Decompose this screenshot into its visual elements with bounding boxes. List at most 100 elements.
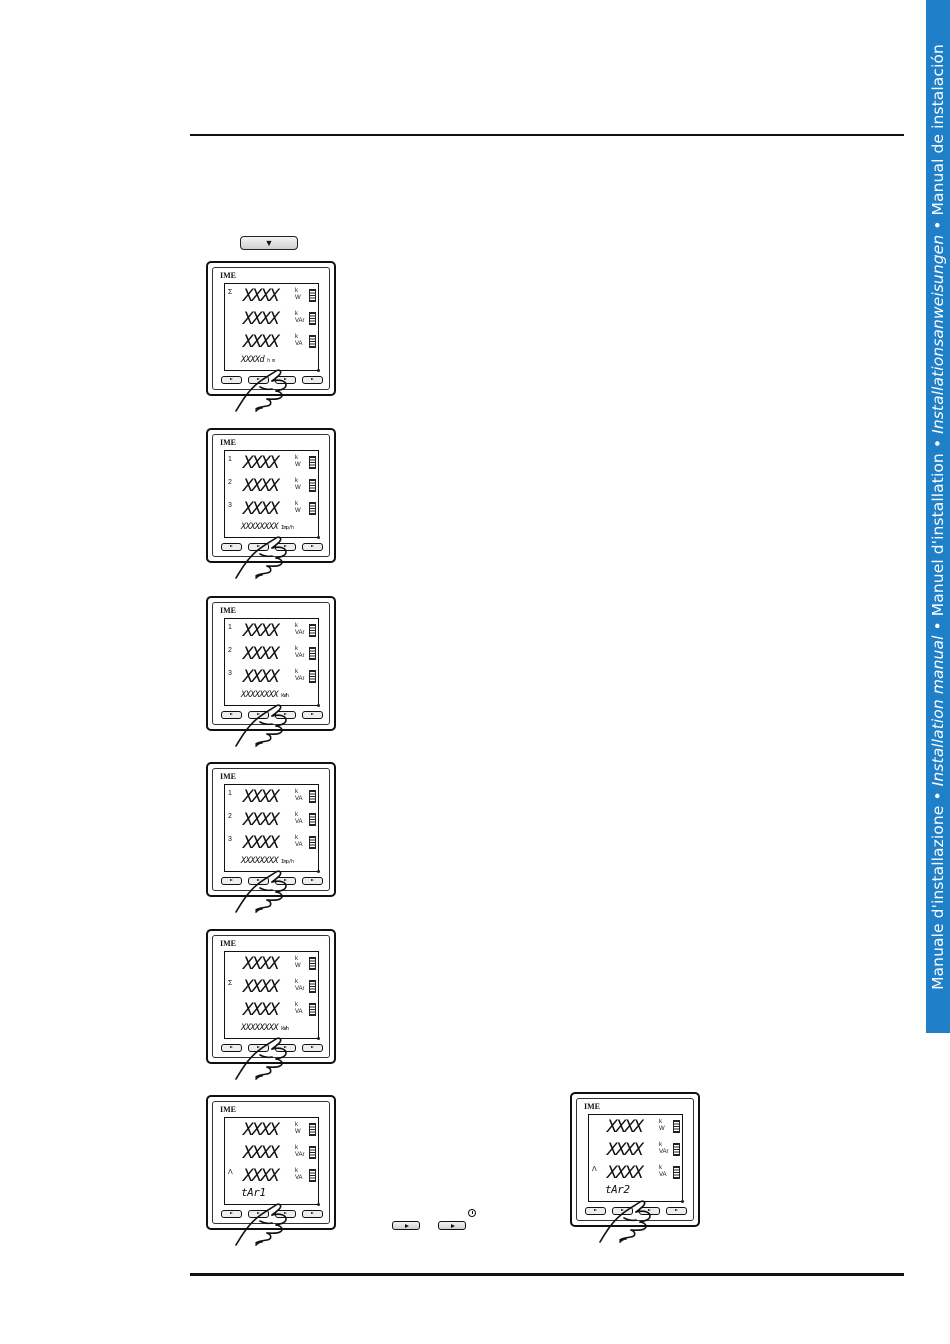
bargraph-icon bbox=[309, 479, 316, 492]
meter-key[interactable] bbox=[302, 877, 323, 885]
reading-value: XXXX bbox=[243, 787, 279, 807]
unit-prefix: k bbox=[295, 501, 298, 507]
lcd-bottom-line: tAr2 bbox=[605, 1183, 633, 1196]
phase-index: Λ bbox=[228, 1169, 233, 1176]
meter-key[interactable] bbox=[302, 376, 323, 384]
phase-index: 2 bbox=[228, 647, 232, 654]
phase-index: 2 bbox=[228, 813, 232, 820]
unit-prefix: k bbox=[295, 311, 298, 317]
sidebar-part-it: Manuale d'installazione • bbox=[929, 785, 947, 990]
unit-prefix: k bbox=[295, 789, 298, 795]
meter-key[interactable] bbox=[302, 1210, 323, 1218]
lcd-bottom-unit: kWh bbox=[280, 693, 289, 699]
meter-key[interactable] bbox=[221, 877, 242, 885]
meter-key[interactable] bbox=[302, 711, 323, 719]
meter-key[interactable] bbox=[221, 1210, 242, 1218]
unit-label: VA bbox=[295, 1008, 303, 1015]
meter-key[interactable] bbox=[221, 543, 242, 551]
led-icon bbox=[317, 704, 320, 707]
unit-label: VA bbox=[295, 1174, 303, 1181]
phase-index: 2 bbox=[228, 479, 232, 486]
unit-prefix: k bbox=[295, 1002, 298, 1008]
unit-prefix: k bbox=[295, 812, 298, 818]
unit-prefix: k bbox=[295, 1168, 298, 1174]
bargraph-icon bbox=[309, 647, 316, 660]
reading-value: XXXX bbox=[243, 499, 279, 519]
meter-keypad bbox=[221, 543, 323, 551]
meter-key[interactable] bbox=[666, 1207, 687, 1215]
phase-index: 3 bbox=[228, 670, 232, 677]
unit-label: VA bbox=[295, 795, 303, 802]
lcd-bottom-value: XXXXXXXX bbox=[241, 1023, 278, 1033]
reading-value: XXXX bbox=[607, 1140, 643, 1160]
lcd-bottom-unit: Imp/h bbox=[280, 525, 294, 531]
brand-logo: IME bbox=[584, 1102, 600, 1111]
unit-label: W bbox=[295, 294, 301, 301]
bargraph-icon bbox=[673, 1143, 680, 1156]
unit-prefix: k bbox=[659, 1142, 662, 1148]
unit-prefix: k bbox=[295, 835, 298, 841]
enter-key-icon bbox=[438, 1221, 466, 1230]
brand-logo: IME bbox=[220, 606, 236, 615]
reading-value: XXXX bbox=[607, 1163, 643, 1183]
bargraph-icon bbox=[309, 456, 316, 469]
unit-label: VAr bbox=[295, 675, 305, 682]
unit-label: W bbox=[659, 1125, 665, 1132]
reading-value: XXXX bbox=[243, 1166, 279, 1186]
phase-index: 3 bbox=[228, 836, 232, 843]
brand-logo: IME bbox=[220, 438, 236, 447]
unit-prefix: k bbox=[295, 478, 298, 484]
meter-key[interactable] bbox=[302, 543, 323, 551]
reading-value: XXXX bbox=[243, 1143, 279, 1163]
reading-value: XXXX bbox=[243, 954, 279, 974]
led-icon bbox=[317, 1203, 320, 1206]
unit-label: W bbox=[295, 461, 301, 468]
led-icon bbox=[317, 536, 320, 539]
phase-index: Λ bbox=[592, 1166, 597, 1173]
bargraph-icon bbox=[309, 1146, 316, 1159]
meter-key[interactable] bbox=[585, 1207, 606, 1215]
sidebar-part-de: Installationsanweisungen bbox=[929, 234, 947, 434]
sidebar-part-fr: • Manuel d'installation • bbox=[929, 433, 947, 636]
down-key-button[interactable]: ▼ bbox=[240, 236, 298, 250]
meter-key[interactable] bbox=[221, 376, 242, 384]
bargraph-icon bbox=[309, 790, 316, 803]
phase-index: 1 bbox=[228, 456, 232, 463]
pressing-hand-icon bbox=[598, 1194, 658, 1244]
meter-key[interactable] bbox=[221, 711, 242, 719]
led-icon bbox=[681, 1200, 684, 1203]
sidebar-part-en: Installation manual bbox=[929, 635, 947, 786]
led-icon bbox=[317, 1037, 320, 1040]
brand-logo: IME bbox=[220, 1105, 236, 1114]
unit-label: VAr bbox=[295, 317, 305, 324]
brand-logo: IME bbox=[220, 271, 236, 280]
bargraph-icon bbox=[309, 624, 316, 637]
bargraph-icon bbox=[309, 813, 316, 826]
lcd-bottom-unit: h m bbox=[267, 358, 275, 364]
lcd-bottom-value: tAr2 bbox=[605, 1183, 630, 1196]
unit-label: W bbox=[295, 484, 301, 491]
phase-index: 1 bbox=[228, 624, 232, 631]
language-sidebar: Manuale d'installazione • Installation m… bbox=[926, 0, 950, 1033]
meter-key[interactable] bbox=[221, 1044, 242, 1052]
right-arrow-key-icon bbox=[392, 1221, 420, 1230]
meter-key[interactable] bbox=[302, 1044, 323, 1052]
unit-label: VAr bbox=[295, 1151, 305, 1158]
top-rule bbox=[190, 134, 904, 136]
phase-index: 3 bbox=[228, 502, 232, 509]
